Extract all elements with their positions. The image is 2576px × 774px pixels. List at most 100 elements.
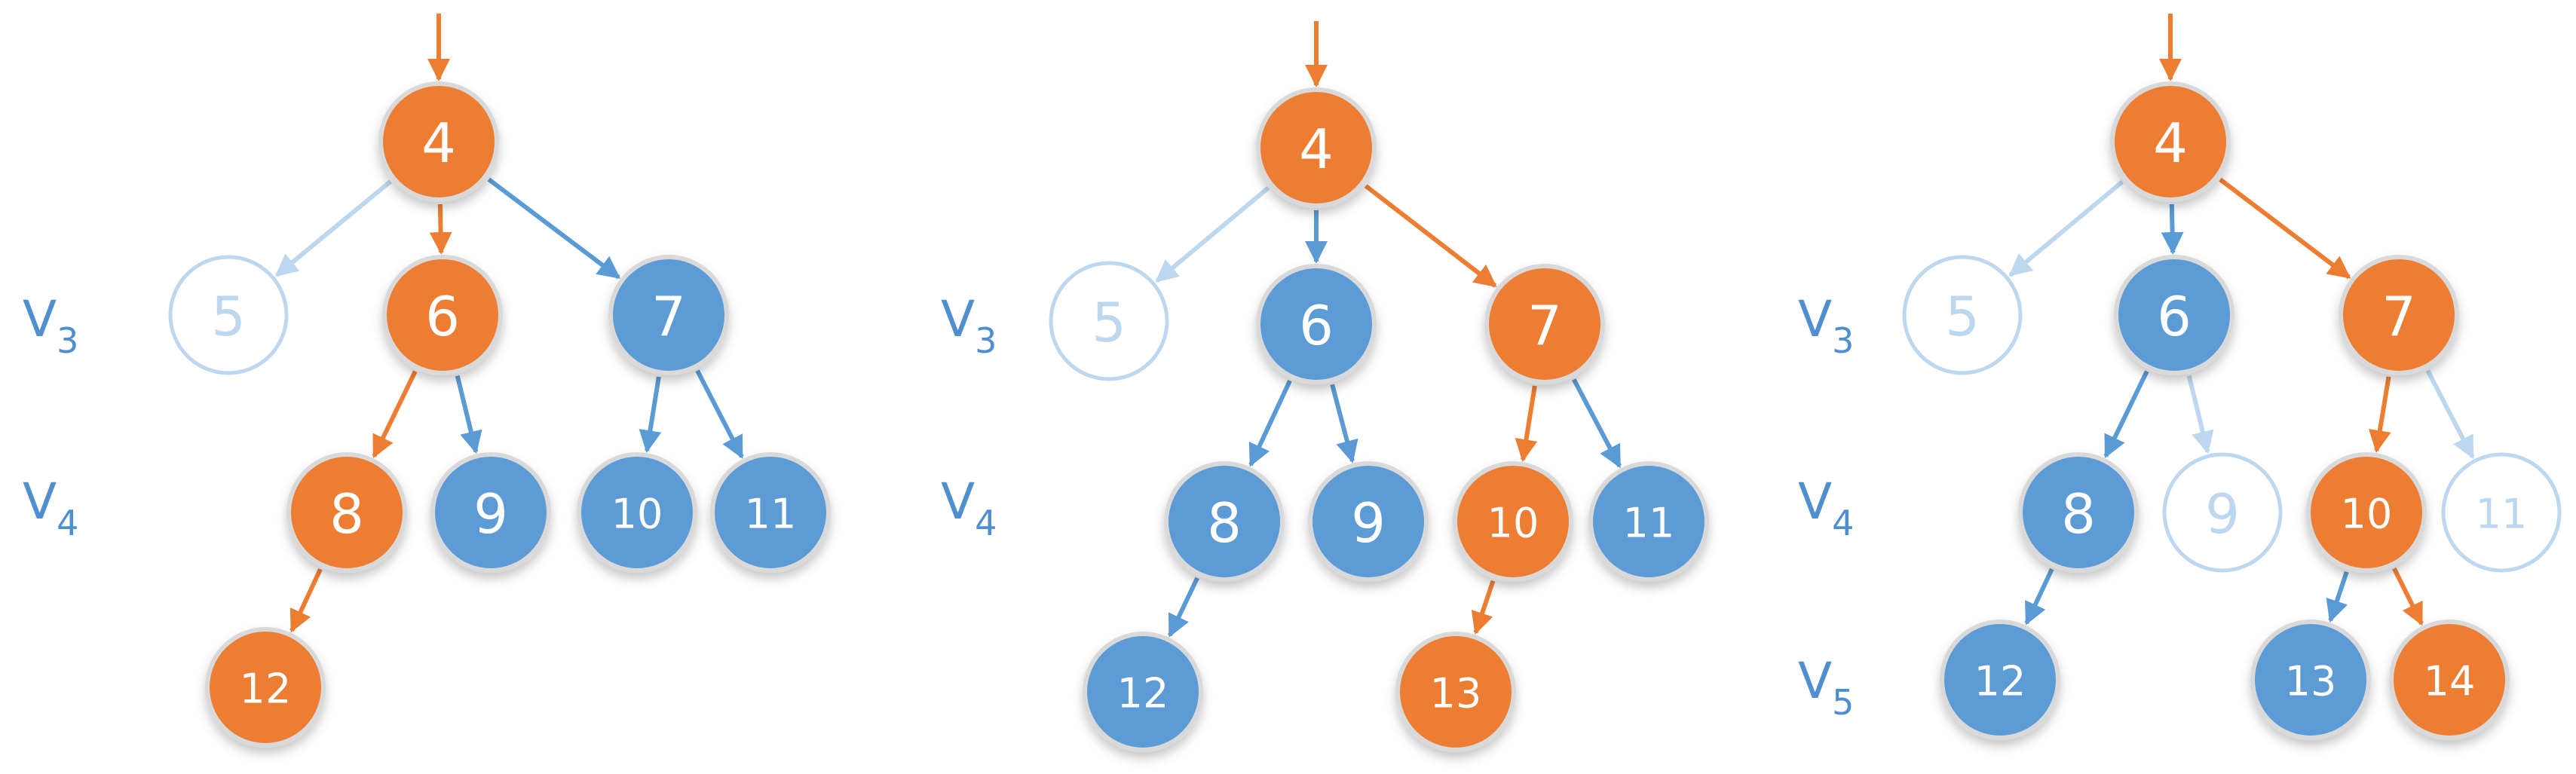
node-11: 11 xyxy=(710,452,831,573)
node-circle xyxy=(1083,632,1203,752)
edge-7-to-10 xyxy=(1515,385,1538,463)
node-circle xyxy=(1902,255,2023,375)
level-label-v4: V4 xyxy=(23,473,78,543)
edge-4-to-5 xyxy=(274,179,392,277)
edge-4-to-5 xyxy=(2008,179,2124,277)
node-circle xyxy=(1049,261,1169,381)
node-label: 6 xyxy=(425,285,460,348)
node-circle xyxy=(2250,620,2371,740)
level-label-letter: V xyxy=(23,290,57,348)
level-label-letter: V xyxy=(1798,652,1832,710)
node-5: 5 xyxy=(1902,255,2023,375)
level-label-letter: V xyxy=(941,473,975,531)
level-label-letter: V xyxy=(1798,290,1832,348)
node-label: 9 xyxy=(2205,482,2240,546)
node-11: 11 xyxy=(2441,452,2562,573)
node-circle xyxy=(1453,461,1573,582)
level-label-subscript: 4 xyxy=(975,503,997,543)
node-circle xyxy=(1256,87,1377,208)
edge-10-to-14 xyxy=(2392,567,2424,626)
node-label: 4 xyxy=(1299,118,1334,181)
node-12: 12 xyxy=(205,627,326,748)
node-circle xyxy=(2389,620,2510,740)
level-label-letter: V xyxy=(23,473,57,531)
node-4: 4 xyxy=(1256,87,1377,208)
edge-7-to-11 xyxy=(1572,378,1622,469)
level-label-v3: V3 xyxy=(23,290,78,361)
node-circle xyxy=(1395,632,1516,752)
node-circle xyxy=(205,627,326,748)
node-label: 12 xyxy=(1974,658,2026,705)
node-8: 8 xyxy=(1164,461,1285,582)
node-12: 12 xyxy=(1083,632,1203,752)
node-6: 6 xyxy=(2114,255,2234,375)
node-12: 12 xyxy=(1940,620,2060,740)
edge-6-to-8 xyxy=(372,370,418,459)
node-label: 10 xyxy=(611,491,663,538)
edge-10-to-13 xyxy=(2326,571,2349,623)
edge-7-to-11 xyxy=(695,369,744,459)
node-label: 5 xyxy=(211,285,246,348)
node-10: 10 xyxy=(2306,452,2427,573)
node-8: 8 xyxy=(286,452,407,573)
node-circle xyxy=(2114,255,2234,375)
node-circle xyxy=(1940,620,2060,740)
node-circle xyxy=(1308,461,1429,582)
node-label: 7 xyxy=(2381,285,2416,348)
level-label-v3: V3 xyxy=(941,290,997,361)
level-label-subscript: 3 xyxy=(57,320,78,361)
node-circle xyxy=(430,452,551,573)
node-7: 7 xyxy=(1484,264,1605,384)
edge-6-to-8 xyxy=(1248,379,1292,467)
level-label-subscript: 5 xyxy=(1832,682,1854,723)
edge-8-to-12 xyxy=(2024,567,2054,626)
edge-6-to-9 xyxy=(1330,384,1358,463)
node-label: 6 xyxy=(2157,285,2192,348)
node-label: 10 xyxy=(2341,491,2393,538)
node-circle xyxy=(1484,264,1605,384)
node-label: 11 xyxy=(1623,500,1675,547)
node-label: 8 xyxy=(2061,482,2096,546)
level-label-v4: V4 xyxy=(941,473,997,543)
edge-7-to-10 xyxy=(2369,376,2391,454)
node-circle xyxy=(2110,81,2231,202)
edge-6-to-9 xyxy=(455,375,482,454)
node-label: 13 xyxy=(1430,670,1482,717)
node-label: 9 xyxy=(1351,491,1386,555)
edge-4-to-6 xyxy=(2161,203,2184,255)
node-label: 8 xyxy=(329,482,364,546)
level-label-subscript: 3 xyxy=(975,320,997,361)
node-label: 11 xyxy=(2476,491,2528,538)
edge-8-to-12 xyxy=(1168,577,1199,638)
edge-10-to-13 xyxy=(1471,580,1496,635)
node-7: 7 xyxy=(2339,255,2459,375)
edge-4-to-5 xyxy=(1155,185,1270,283)
node-10: 10 xyxy=(1453,461,1573,582)
edge-4-to-7 xyxy=(2219,177,2351,280)
node-circle xyxy=(382,255,503,375)
level-label-letter: V xyxy=(1798,473,1832,531)
level-label-v4: V4 xyxy=(1798,473,1854,543)
node-label: 4 xyxy=(2153,112,2188,175)
node-9: 9 xyxy=(2162,452,2283,573)
node-label: 8 xyxy=(1207,491,1242,555)
node-label: 7 xyxy=(651,285,686,348)
edge-6-to-8 xyxy=(2103,370,2149,459)
node-11: 11 xyxy=(1588,461,1709,582)
node-circle xyxy=(2162,452,2283,573)
edge-7-to-11 xyxy=(2425,369,2475,459)
node-label: 12 xyxy=(1117,670,1169,717)
node-circle xyxy=(608,255,729,375)
level-label-v5: V5 xyxy=(1798,652,1854,723)
node-7: 7 xyxy=(608,255,729,375)
node-label: 5 xyxy=(1092,291,1126,354)
edge-4-to-7 xyxy=(487,177,621,280)
node-6: 6 xyxy=(1256,264,1377,384)
node-label: 11 xyxy=(745,491,797,538)
node-circle xyxy=(2339,255,2459,375)
node-9: 9 xyxy=(1308,461,1429,582)
node-6: 6 xyxy=(382,255,503,375)
node-13: 13 xyxy=(2250,620,2371,740)
